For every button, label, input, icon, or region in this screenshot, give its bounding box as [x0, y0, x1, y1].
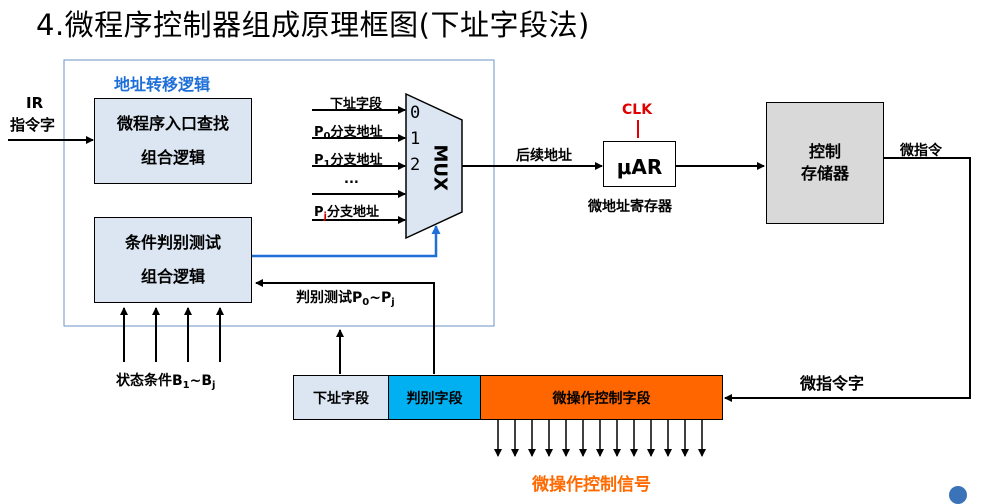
next-address-label: 后续地址: [516, 148, 572, 164]
mux-select-arrow: [252, 225, 441, 258]
mux-input-label-1: P0分支地址: [314, 125, 383, 142]
micro-instruction-loop: [724, 157, 971, 402]
transfer-logic-group: [63, 59, 495, 327]
field-next-address: 下址字段: [293, 375, 389, 420]
condition-logic-line2: 组合逻辑: [140, 267, 205, 286]
mux-port-2: 2: [410, 155, 421, 175]
condition-logic-box: 条件判别测试 组合逻辑: [94, 217, 252, 303]
control-store-line2: 存储器: [800, 164, 849, 183]
judge-test-label: 判别测试P0~Pj: [296, 290, 395, 308]
judge-field-arrow: [255, 279, 435, 374]
mux-port-1: 1: [410, 129, 421, 149]
page-title: 4.微程序控制器组成原理框图(下址字段法): [36, 8, 590, 42]
micro-instruction-word-label: 微指令字: [800, 374, 865, 393]
micro-instruction-label: 微指令: [900, 143, 942, 159]
uar-box: μAR: [603, 141, 676, 187]
ir-label: IR: [26, 94, 44, 112]
entry-lookup-line1: 微程序入口查找: [116, 114, 229, 133]
mux-label: MUX: [429, 144, 451, 191]
control-store-box: 控制 存储器: [766, 102, 884, 224]
control-signals-label: 微操作控制信号: [532, 475, 651, 495]
entry-lookup-line2: 组合逻辑: [140, 148, 205, 167]
mux-shape: [405, 92, 463, 240]
transfer-logic-label: 地址转移逻辑: [114, 75, 211, 94]
control-signal-arrows: [494, 420, 706, 457]
mux-input-label-0: 下址字段: [330, 97, 383, 112]
entry-lookup-box: 微程序入口查找 组合逻辑: [94, 98, 252, 184]
field-judge: 判别字段: [388, 375, 481, 420]
field-micro-operation: 微操作控制字段: [480, 375, 723, 420]
status-conditions-label: 状态条件B1~Bj: [116, 373, 216, 391]
mux-input-label-dots: ...: [344, 172, 359, 187]
clk-label: CLK: [622, 102, 653, 118]
mux-port-0: 0: [410, 103, 421, 123]
instruction-word-label: 指令字: [10, 116, 56, 134]
mux-input-label-j: Pj分支地址: [314, 205, 379, 222]
uar-label: μAR: [616, 155, 663, 179]
uar-caption: 微地址寄存器: [588, 199, 672, 215]
slide-corner-dot: [949, 486, 967, 504]
condition-logic-line1: 条件判别测试: [124, 233, 221, 252]
control-store-line1: 控制: [808, 142, 841, 161]
mux-input-label-2: P1分支地址: [314, 153, 383, 170]
